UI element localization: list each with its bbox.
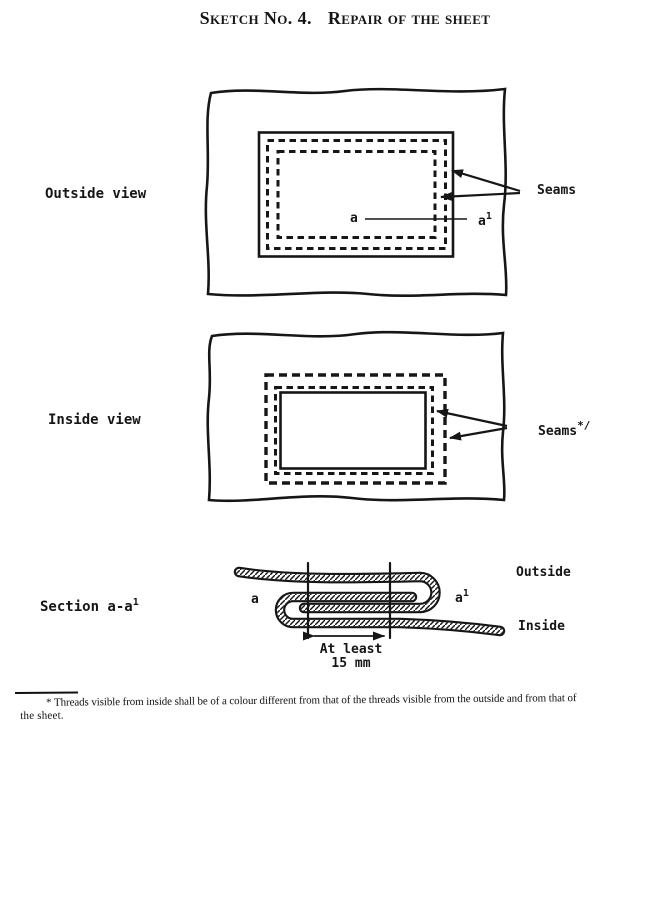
outside-sheet-outline <box>204 87 508 298</box>
sketch-subject: Repair of the sheet <box>327 8 491 28</box>
section-label: Section a-a1 <box>40 596 139 614</box>
section-point-a-label: a <box>251 592 259 607</box>
outside-point-a-label: a <box>350 211 358 226</box>
footnote: * Threads visible from inside shall be o… <box>15 685 638 723</box>
outside-seam-outer-dashed <box>266 139 447 250</box>
inside-seams-arrow-top <box>436 408 508 428</box>
inside-seam-inner-dashed <box>274 386 434 475</box>
section-label-text: Section a-a <box>40 599 133 615</box>
sketch-number: Sketch No. 4. <box>199 8 312 28</box>
inside-view-diagram <box>206 330 508 503</box>
footnote-reference-mark: */ <box>577 419 591 432</box>
section-outside-label: Outside <box>516 565 571 580</box>
dimension-text-line1: At least <box>319 642 383 657</box>
inside-seams-arrow-bottom <box>449 426 508 441</box>
outside-seam-inner-dashed <box>276 150 437 239</box>
section-label-sup: 1 <box>132 597 139 608</box>
section-point-a1-label: a1 <box>455 587 469 606</box>
inside-seams-label: Seams*/ <box>538 419 590 439</box>
inside-seams-text: Seams <box>538 424 578 439</box>
section-diagram <box>233 561 506 641</box>
section-point-a1-base: a <box>455 591 463 606</box>
section-dimension-label: At least 15 mm <box>293 643 409 671</box>
inside-view-label: Inside view <box>48 412 141 428</box>
section-point-a1-sup: 1 <box>462 588 469 599</box>
outside-point-a1-base: a <box>478 214 486 229</box>
outside-view-label: Outside view <box>45 186 147 202</box>
outside-seams-arrow-top <box>451 169 521 193</box>
page-title: Sketch No. 4. Repair of the sheet <box>20 8 650 29</box>
inside-sheet-outline <box>206 330 506 503</box>
section-inside-label: Inside <box>518 619 565 634</box>
inside-patch-rect <box>279 391 427 470</box>
outside-point-a1-sup: 1 <box>485 211 492 222</box>
outside-point-a1-label: a1 <box>478 210 492 229</box>
inside-seam-outer-dashed <box>264 373 447 485</box>
section-sheet-fold-hatch <box>235 568 439 612</box>
section-patch-fold-hatch <box>276 593 504 635</box>
outside-view-diagram <box>204 87 521 298</box>
outside-patch-rect <box>257 131 455 258</box>
outside-seams-label: Seams <box>537 183 577 198</box>
outside-seams-arrow-bottom <box>440 191 521 201</box>
dimension-text-line2: 15 mm <box>331 656 371 671</box>
